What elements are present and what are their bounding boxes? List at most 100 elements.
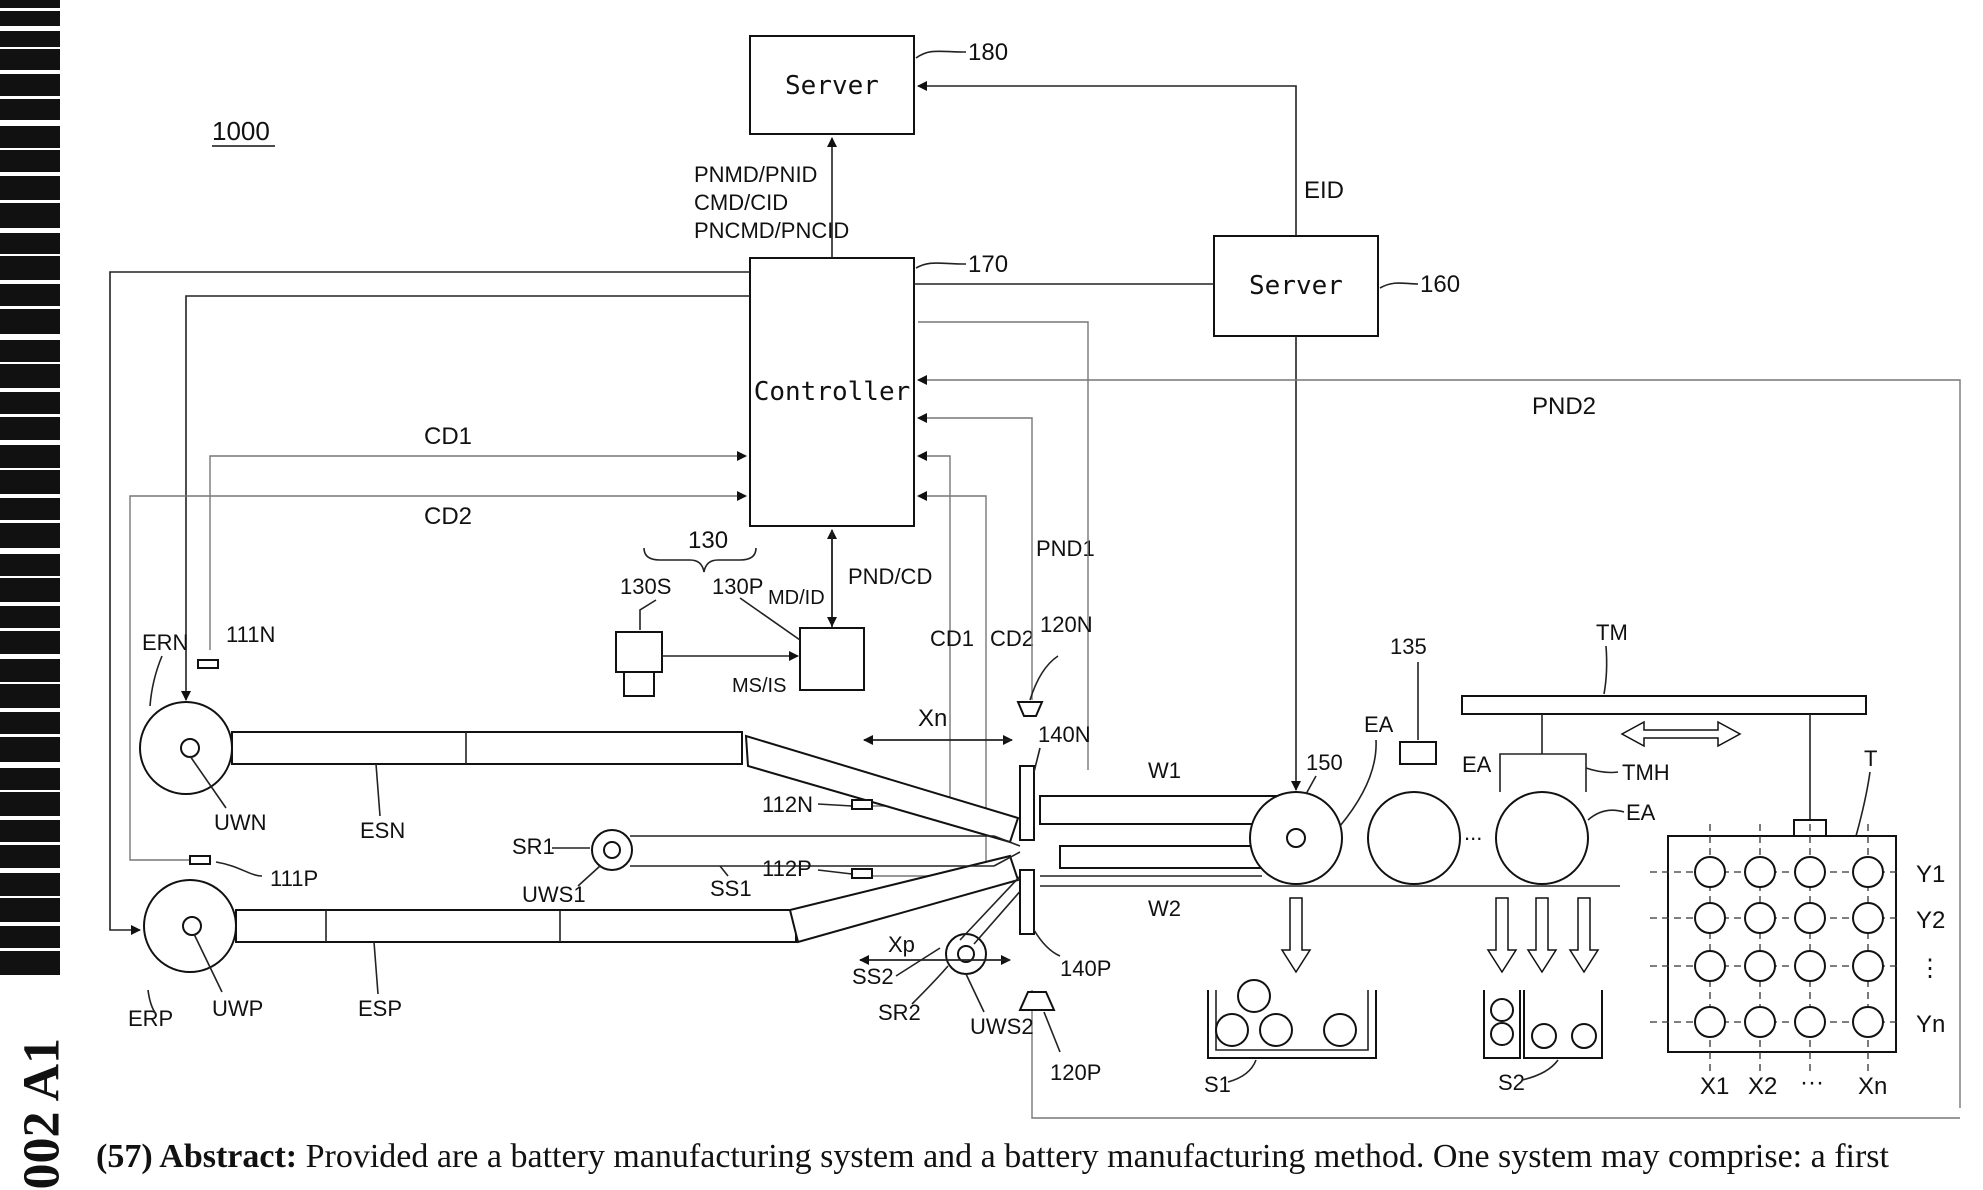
ref-130P: 130P	[712, 574, 763, 599]
tray-yv: ⋮	[1918, 955, 1942, 982]
label-dots: ...	[1464, 820, 1482, 845]
barcode	[0, 0, 60, 978]
controller-label: Controller	[754, 377, 911, 407]
label-w1: W1	[1148, 758, 1181, 783]
abstract-label: (57) Abstract:	[96, 1138, 297, 1175]
ref-135: 135	[1390, 634, 1427, 659]
sheet-esp	[236, 910, 796, 942]
signal-pnd-cd: PND/CD	[848, 564, 932, 589]
label-ern: ERN	[142, 630, 188, 655]
ref-140N: 140N	[1038, 722, 1091, 747]
signal-pnmd: PNMD/PNID	[694, 162, 817, 187]
processor-130P	[800, 628, 864, 690]
label-esn: ESN	[360, 818, 405, 843]
ref-130: 130	[688, 527, 728, 554]
label-ea-3: EA	[1626, 800, 1656, 825]
label-sr1: SR1	[512, 834, 555, 859]
controller-170: Controller	[750, 258, 914, 526]
signal-cd1-left: CD1	[424, 423, 472, 450]
signal-pncmd: PNCMD/PNCID	[694, 218, 849, 243]
web-w2	[1060, 846, 1260, 868]
signal-ms-is: MS/IS	[732, 675, 786, 697]
label-ea-1: EA	[1364, 712, 1394, 737]
label-esp: ESP	[358, 996, 402, 1021]
signal-pnd1: PND1	[1036, 536, 1095, 561]
transfer-module-tm	[1462, 696, 1866, 714]
ref-150: 150	[1306, 750, 1343, 775]
label-uws2: UWS2	[970, 1014, 1034, 1039]
label-uwn: UWN	[214, 810, 267, 835]
ref-111N: 111N	[226, 622, 275, 647]
abstract: (57) Abstract: Provided are a battery ma…	[96, 1138, 1976, 1186]
server-180: Server	[750, 36, 914, 134]
label-ss1: SS1	[710, 876, 752, 901]
winding-roller-150	[1250, 792, 1342, 884]
label-xn: Xn	[918, 705, 947, 732]
signal-md-id: MD/ID	[768, 587, 825, 609]
label-xp: Xp	[888, 932, 915, 957]
ref-120P: 120P	[1050, 1060, 1101, 1085]
cutter-140N	[1020, 766, 1034, 840]
label-t: T	[1864, 746, 1877, 771]
roller-uws1	[592, 830, 632, 870]
server-180-label: Server	[785, 71, 879, 101]
cutter-140P	[1020, 870, 1034, 934]
figure-ref: 1000	[212, 116, 270, 146]
label-tm: TM	[1596, 620, 1628, 645]
ref-120N: 120N	[1040, 612, 1093, 637]
tray-y1: Y1	[1916, 861, 1945, 888]
document-number-text: 002 A1	[13, 1010, 71, 1190]
label-sr2: SR2	[878, 1000, 921, 1025]
label-ea-2: EA	[1462, 752, 1492, 777]
server-160-label: Server	[1249, 271, 1343, 301]
bin-s1	[1208, 980, 1376, 1058]
tray-xn: Xn	[1858, 1073, 1887, 1100]
signal-cd2-left: CD2	[424, 503, 472, 530]
cell-ea-3	[1496, 792, 1588, 884]
sheet-esn	[232, 732, 742, 764]
signal-eid: EID	[1304, 177, 1344, 204]
signal-pnd2: PND2	[1532, 393, 1596, 420]
label-uwp: UWP	[212, 996, 263, 1021]
sheet-esp-slope	[790, 856, 1018, 942]
roller-uwn	[140, 702, 232, 794]
label-uws1: UWS1	[522, 882, 586, 907]
ref-180: 180	[968, 39, 1008, 66]
cell-ea-2	[1368, 792, 1460, 884]
tray-yn: Yn	[1916, 1011, 1945, 1038]
label-s1: S1	[1204, 1072, 1231, 1097]
web-w1	[1040, 796, 1280, 824]
label-ss2: SS2	[852, 964, 894, 989]
roller-uwp	[144, 880, 236, 972]
tray-x1: X1	[1700, 1073, 1729, 1100]
roller-uws2	[946, 934, 986, 974]
abstract-text: Provided are a battery manufacturing sys…	[306, 1138, 1889, 1175]
sensor-135	[1400, 742, 1436, 764]
label-erp: ERP	[128, 1006, 173, 1031]
ref-160: 160	[1420, 271, 1460, 298]
tray-xd: ···	[1800, 1069, 1824, 1096]
ref-140P: 140P	[1060, 956, 1111, 981]
sheet-esn-slope	[746, 736, 1018, 842]
sensor-120N	[1018, 702, 1042, 716]
ref-112N: 112N	[762, 792, 813, 817]
label-w2: W2	[1148, 896, 1181, 921]
camera-130S	[616, 632, 662, 696]
sensor-120P	[1020, 992, 1054, 1010]
signal-cd1-right: CD1	[930, 626, 974, 651]
label-s2: S2	[1498, 1070, 1525, 1095]
down-arrows	[1282, 898, 1598, 972]
ref-130S: 130S	[620, 574, 671, 599]
signal-cd2-right: CD2	[990, 626, 1034, 651]
ref-170: 170	[968, 251, 1008, 278]
double-arrow	[1622, 722, 1740, 746]
tray-y2: Y2	[1916, 907, 1945, 934]
bin-s2	[1484, 990, 1602, 1058]
document-number-suffix: 002 A1	[0, 1010, 70, 1190]
label-tmh: TMH	[1622, 760, 1670, 785]
server-160: Server	[1214, 236, 1378, 336]
tray-x2: X2	[1748, 1073, 1777, 1100]
ref-111P: 111P	[270, 866, 318, 891]
signal-cmd: CMD/CID	[694, 190, 788, 215]
